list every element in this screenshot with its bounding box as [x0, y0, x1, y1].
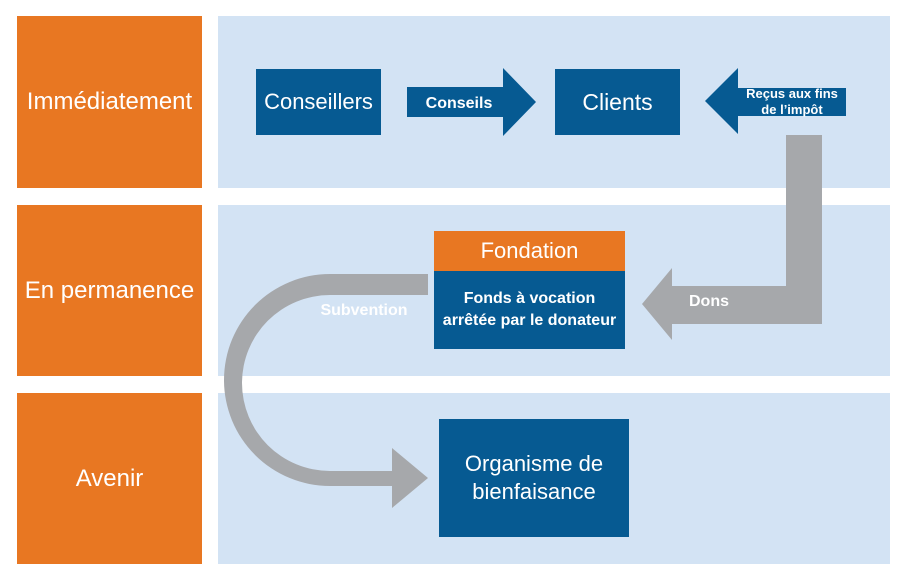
advisors-box: Conseillers — [256, 69, 381, 135]
foundation-title: Fondation — [434, 231, 625, 271]
row-label-immediate: Immédiatement — [17, 16, 202, 188]
donations-arrow — [642, 135, 822, 340]
receipts-arrow — [705, 68, 846, 134]
advice-arrow — [407, 68, 536, 136]
clients-box: Clients — [555, 69, 680, 135]
advice-label: Conseils — [426, 95, 493, 112]
charity-box: Organisme de bienfaisance — [439, 419, 629, 537]
row-label-permanent: En permanence — [17, 205, 202, 376]
grant-arrow — [224, 274, 428, 508]
foundation-description: Fonds à vocation arrêtée par le donateur — [434, 271, 625, 349]
row-label-future: Avenir — [17, 393, 202, 564]
receipts-label-line1: Reçus aux fins — [746, 86, 838, 101]
grant-label: Subvention — [320, 302, 407, 319]
receipts-label-line2: de l’impôt — [761, 102, 823, 117]
donations-label: Dons — [689, 293, 729, 310]
